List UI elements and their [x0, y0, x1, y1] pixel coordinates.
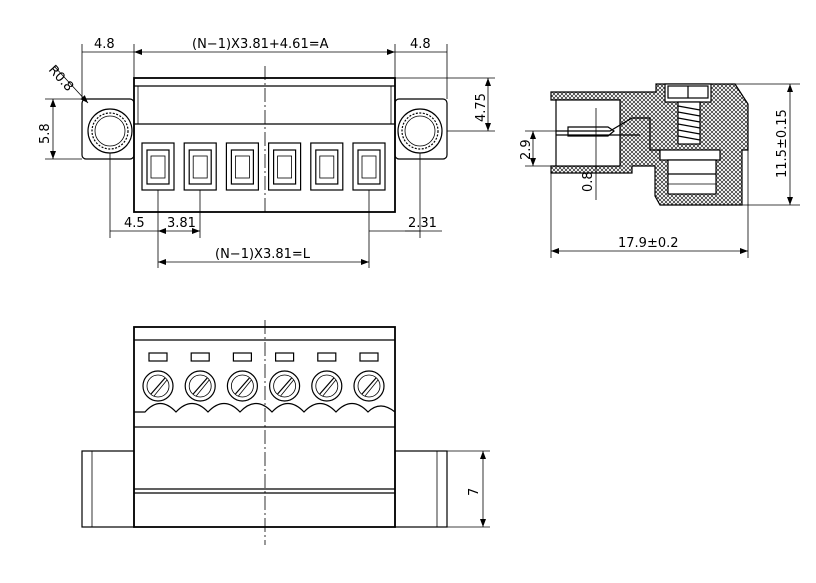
right-flange: [394, 98, 448, 160]
dim-thickness-label: 0.8: [581, 171, 596, 192]
screw-terminal: [269, 352, 301, 402]
dim-right-height-label: 4.75: [474, 93, 489, 122]
screw-terminal: [184, 352, 216, 402]
pin-opening: [183, 142, 217, 191]
dim-side-height-label: 11.5±0.15: [775, 109, 790, 178]
screw-thread: [677, 101, 701, 145]
pin-opening: [225, 142, 259, 191]
left-flange: [81, 98, 135, 160]
pin-opening: [268, 142, 302, 191]
front-view: (N−1)X3.81+4.61=A 4.8 4.8 R0.8 5.8 4.75 …: [38, 37, 495, 268]
screw-terminal: [226, 352, 258, 402]
dim-offset-label: 4.5: [124, 216, 145, 231]
dim-pin-label: 2.9: [519, 139, 534, 160]
screw-terminals: [142, 352, 385, 402]
wave-edge: [134, 402, 396, 413]
pin-opening: [352, 142, 386, 191]
dim-left-margin-label: 4.8: [94, 37, 115, 52]
dim-right-margin-label: 4.8: [410, 37, 431, 52]
dim-radius-label: R0.8: [45, 63, 76, 95]
dim-top-label: (N−1)X3.81+4.61=A: [192, 37, 329, 52]
dim-end-label: 2.31: [408, 216, 437, 231]
connector-body: [133, 77, 396, 213]
dim-flange-height-label: 5.8: [38, 123, 53, 144]
dim-bottom-label: (N−1)X3.81=L: [215, 247, 311, 262]
right-flange-screw: [397, 108, 443, 154]
side-view: 11.5±0.15 2.9 0.8 17.9±0.2: [519, 83, 800, 258]
screw-terminal: [353, 352, 385, 402]
screw-terminal: [142, 352, 174, 402]
screw-terminal: [311, 352, 343, 402]
dim-depth-label: 17.9±0.2: [618, 236, 679, 251]
pin-opening: [141, 142, 175, 191]
left-flange-screw: [87, 108, 133, 154]
dim-pitch-label: 3.81: [167, 216, 196, 231]
bottom-view: 7: [81, 320, 490, 545]
pin-opening: [310, 142, 344, 191]
dim-bottom-height-label: 7: [467, 488, 482, 496]
pin-openings: [141, 142, 386, 191]
